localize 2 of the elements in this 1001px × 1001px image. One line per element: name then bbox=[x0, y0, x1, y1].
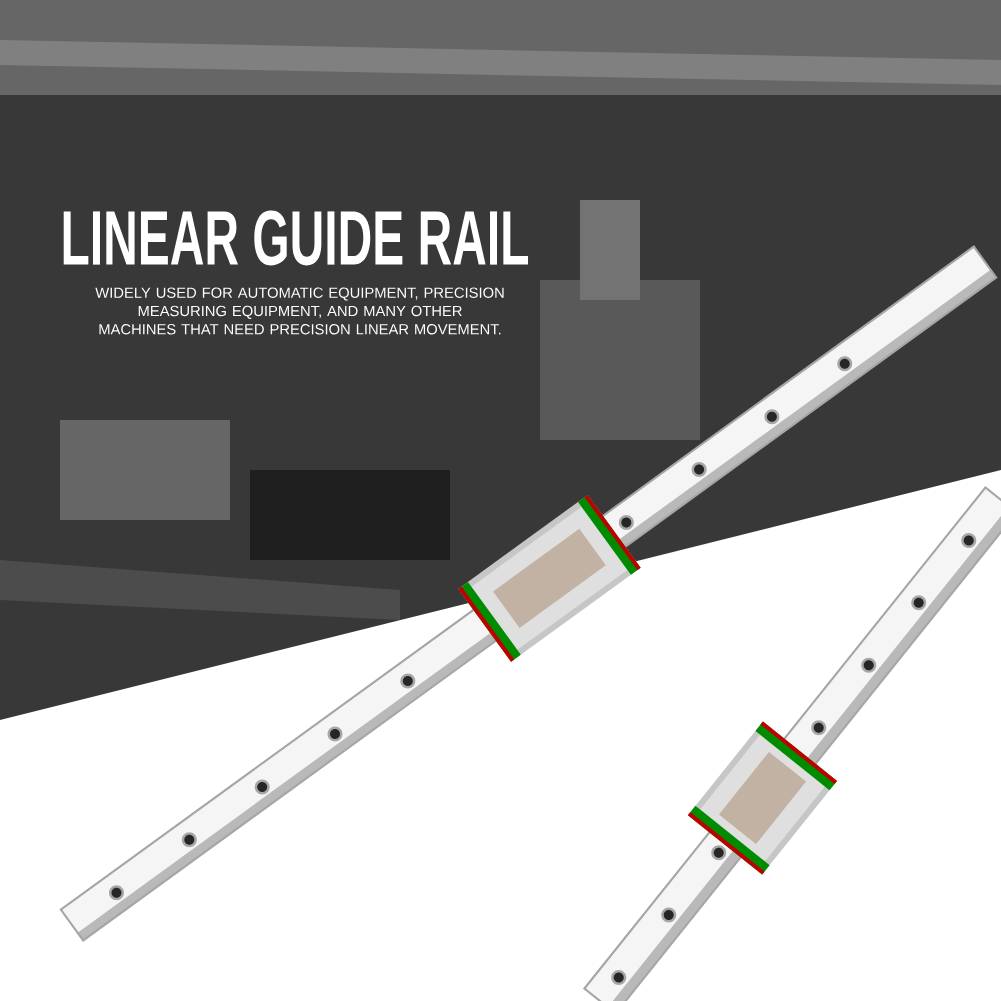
description-text: WIDELY USED FOR AUTOMATIC EQUIPMENT, PRECISION MEASURING EQUIPMENT, AND MANY OTHER MACHINES THAT NEED PRECISION LINEAR MOVEMENT. bbox=[95, 287, 504, 335]
title: LINEAR GUIDE RAIL bbox=[63, 210, 528, 266]
